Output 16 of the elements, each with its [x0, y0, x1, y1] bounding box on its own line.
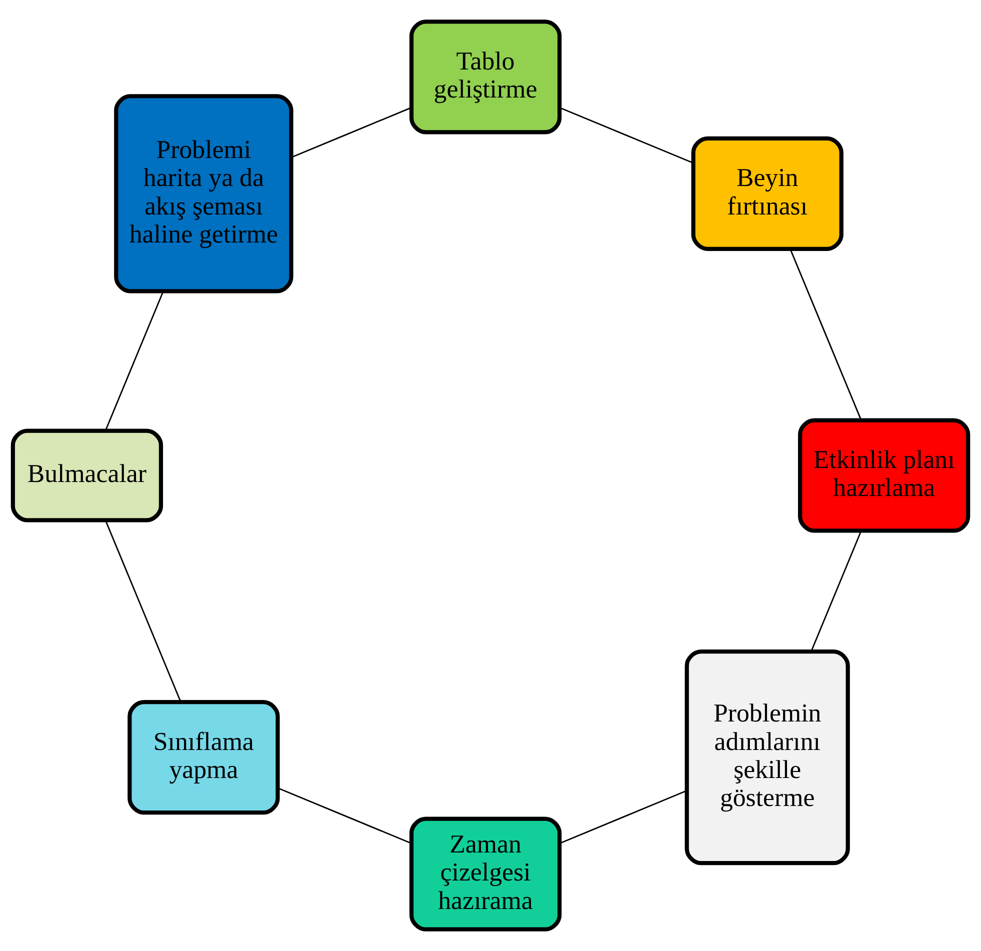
node-box: Etkinlik planı hazırlama	[798, 418, 970, 533]
connector	[104, 290, 164, 432]
node-box: Problemi harita ya da akış şeması haline getirme	[114, 94, 294, 294]
node-box: Bulmacalar	[10, 428, 164, 522]
connector	[559, 106, 694, 164]
node-box: Zaman çizelgesi hazırama	[409, 816, 562, 932]
connector	[560, 790, 687, 844]
node-box: Tablo geliştirme	[409, 20, 562, 134]
connector	[810, 530, 862, 652]
connector	[104, 520, 182, 702]
connector	[277, 787, 412, 844]
connector	[790, 248, 862, 420]
node-box: Problemin adımlarını şekille gösterme	[684, 650, 850, 866]
node-box: Beyin fırtınası	[691, 136, 844, 251]
connector	[291, 107, 412, 158]
node-box: Sınıflama yapma	[128, 700, 280, 815]
